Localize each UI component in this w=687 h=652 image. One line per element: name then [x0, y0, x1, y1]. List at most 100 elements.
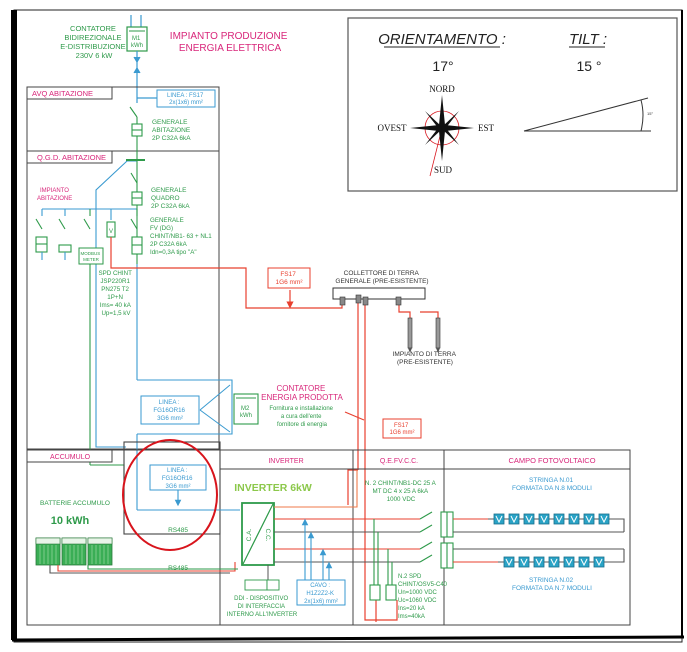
- impianto-abitazione-label: IMPIANTO ABITAZIONE: [37, 188, 72, 202]
- avq-section: AVQ ABITAZIONE: [26, 86, 220, 152]
- avq-wiring: [136, 96, 157, 103]
- dc-lines: [274, 470, 420, 563]
- production-meter: M2 kWh: [233, 393, 259, 425]
- pv-diode-mark: [570, 515, 578, 524]
- inverter-symbol: C.A. C.C.: [241, 502, 275, 566]
- qefvcc-header: Q.E.FV.C.C.: [380, 458, 418, 465]
- pv-diode-mark: [555, 515, 563, 524]
- dc-spd-wiring: [369, 519, 397, 601]
- svg-text:FS17 1G6 mm²: FS17 1G6 mm²: [389, 423, 414, 436]
- campo-header: CAMPO FOTOVOLTAICO: [508, 456, 595, 465]
- spd-chint-label: SPD CHINT JSP220R1 PN275 T2 1P+N Ims= 40…: [99, 270, 134, 317]
- pv-module-icon: [518, 556, 530, 568]
- linea-fs17-label: LINEA : FS17 2x(1x6) mm²: [156, 89, 216, 108]
- svg-text:DDI - DISPOSITIVO DI INT: DDI - DISPOSITIVO DI INTERFACCIA INTERNO…: [227, 596, 298, 618]
- cavo-h1z2z2-label: CAVO : H1Z2Z2-K 2x(1x6) mm²: [296, 579, 346, 606]
- spd-symbol: V: [109, 229, 113, 235]
- pv-diode-mark: [495, 515, 503, 524]
- earth-rods: IMPIANTO DI TERRA (PRE-ESISTENTE): [393, 317, 458, 366]
- branch-breakers: [35, 209, 143, 260]
- svg-text:ACCUMULO: ACCUMULO: [50, 454, 91, 461]
- pv-module-icon: [593, 556, 605, 568]
- pv-diode-mark: [585, 515, 593, 524]
- string-2-label: STRINGA N.02 FORMATA DA N.7 MODULI: [512, 577, 592, 592]
- pv-module-icon: [493, 513, 505, 525]
- pv-module-icon: [563, 556, 575, 568]
- pv-diode-mark: [550, 558, 558, 567]
- pv-diode-mark: [525, 515, 533, 524]
- qefvcc-spd-label: N.2 SPD CHINT/OSV5-C40 Un=1000 VDC Uc=10…: [398, 574, 449, 620]
- pv-diode-mark: [580, 558, 588, 567]
- tilt-angle-label: 15°: [647, 111, 653, 116]
- rs485-top: RS485: [168, 527, 188, 534]
- pv-module-icon: [553, 513, 565, 525]
- svg-text:MODBUS METER: MODBUS METER: [80, 251, 101, 262]
- battery-module-cap: [35, 537, 61, 545]
- pv-module-icon: [568, 513, 580, 525]
- svg-text:IMPIANTO DI TERRA (PRE-E: IMPIANTO DI TERRA (PRE-ESISTENTE): [393, 351, 458, 366]
- generale-fv-label: GENERALE FV (DG) CHINT/NB1- 63 + NL1 2P …: [150, 217, 213, 256]
- generale-abitazione-label: GENERALE ABITAZIONE 2P C32A 6kA: [152, 119, 192, 142]
- plant-title: IMPIANTO PRODUZIONE ENERGIA ELETTRICA: [170, 31, 290, 54]
- svg-text:C.C.: C.C.: [264, 529, 271, 542]
- bottom-band-frame: [26, 449, 631, 626]
- orientation-panel: ORIENTAMENTO : 17° TILT : 15 ° NORD S: [347, 17, 678, 192]
- pv-module-icon: [598, 513, 610, 525]
- svg-text:C.A.: C.A.: [246, 528, 253, 541]
- orientation-title: ORIENTAMENTO :: [378, 31, 506, 48]
- pv-module-icon: [523, 513, 535, 525]
- pv-diode-mark: [565, 558, 573, 567]
- main-meter-symbol: M1 kWh: [131, 36, 143, 49]
- main-feeder-line: [133, 51, 141, 96]
- tilt-angle-diagram: [523, 97, 651, 132]
- pv-module-icon: [578, 556, 590, 568]
- qgd-section: Q.G.D. ABITAZIONE: [26, 150, 220, 450]
- avq-title: AVQ ABITAZIONE: [32, 89, 93, 98]
- pv-module-icon: [533, 556, 545, 568]
- accumulo-header: ACCUMULO: [26, 449, 113, 463]
- svg-text:FS17 1G6 mm²: FS17 1G6 mm²: [275, 271, 303, 286]
- fs17-label-1: FS17 1G6 mm²: [267, 267, 311, 289]
- qefvcc-breakers-label: N. 2 CHINT/NB1-DC 25 A MT DC 4 x 25 A 6k…: [365, 480, 437, 503]
- inverter-header: INVERTER: [268, 458, 303, 465]
- breaker-generale-abitazione: [129, 106, 143, 148]
- pv-diode-mark: [510, 515, 518, 524]
- battery-wiring: [49, 562, 238, 574]
- battery-capacity: 10 kWh: [51, 515, 90, 527]
- ddi-device: DDI - DISPOSITIVO DI INTERFACCIA INTERNO…: [227, 565, 298, 618]
- svg-text:CAVO : H1Z2Z2-K 2x: CAVO : H1Z2Z2-K 2x(1x6) mm²: [304, 583, 338, 605]
- pv-diode-mark: [595, 558, 603, 567]
- qgd-title: Q.G.D. ABITAZIONE: [37, 153, 106, 162]
- linea-fg16-acc-label: LINEA : FG16OR16 3G6 mm²: [149, 464, 207, 491]
- string-1-modules: [488, 513, 615, 525]
- svg-text:LINEA : FG16OR16 3: LINEA : FG16OR16 3G6 mm²: [162, 468, 194, 490]
- pv-module-icon: [583, 513, 595, 525]
- battery-pack-icon: [35, 537, 113, 566]
- pv-module-icon: [503, 556, 515, 568]
- pv-diode-mark: [505, 558, 513, 567]
- fs17-label-2: FS17 1G6 mm²: [382, 418, 422, 439]
- string-lines: [453, 518, 625, 563]
- modbus-meter: MODBUS METER: [78, 247, 104, 265]
- earth-wiring: [110, 237, 439, 622]
- linea-fg16-m2-label: LINEA : FG16OR16 3G6 mm²: [140, 384, 231, 433]
- battery-module-cap: [61, 537, 87, 545]
- compass-west: OVEST: [378, 123, 408, 133]
- string-2-modules: [498, 556, 610, 568]
- dc-disconnectors: [419, 511, 454, 569]
- compass-east: EST: [478, 123, 495, 133]
- svg-text:LINEA : FS17 2x(1x6) mm²: LINEA : FS17 2x(1x6) mm²: [167, 93, 205, 106]
- generale-quadro-label: GENERALE QUADRO 2P C32A 6kA: [151, 187, 190, 210]
- pv-diode-mark: [535, 558, 543, 567]
- pv-diode-mark: [520, 558, 528, 567]
- string-1-label: STRINGA N.01 FORMATA DA N.8 MODULI: [512, 477, 592, 492]
- battery-label: BATTERIE ACCUMULO: [40, 500, 110, 507]
- svg-text:M2 kWh: M2 kWh: [240, 406, 252, 419]
- compass-north: NORD: [429, 84, 455, 94]
- pv-module-icon: [508, 513, 520, 525]
- battery-module-cap: [87, 537, 113, 545]
- pv-diode-mark: [600, 515, 608, 524]
- svg-text:LINEA : FG16OR16 3: LINEA : FG16OR16 3G6 mm²: [153, 399, 186, 422]
- compass-south: SUD: [434, 165, 453, 175]
